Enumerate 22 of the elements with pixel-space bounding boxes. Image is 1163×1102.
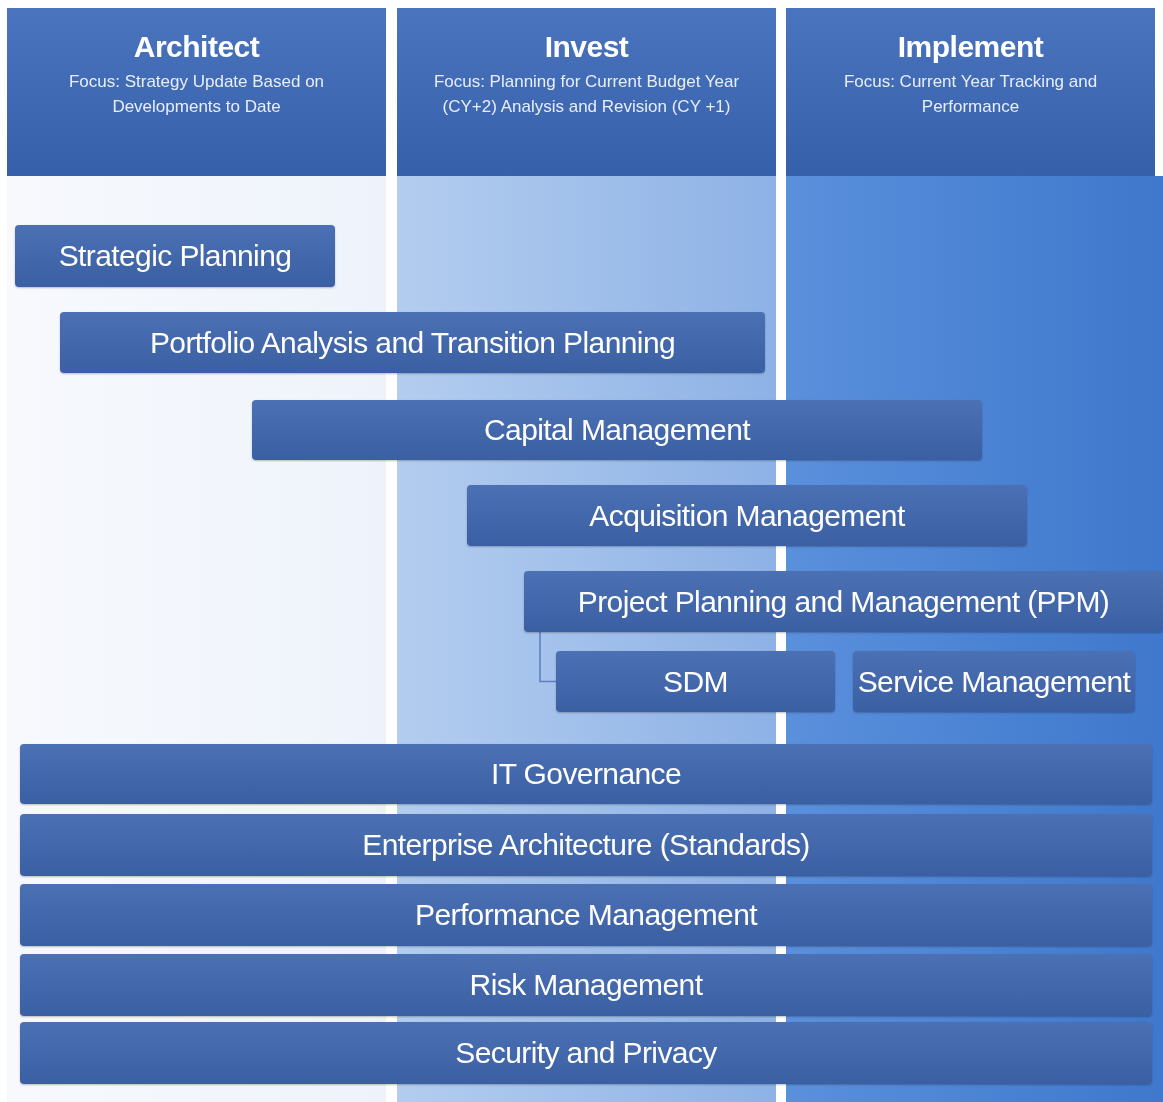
process-bar: Enterprise Architecture (Standards) [20,814,1152,876]
column-header [397,8,776,176]
process-bar: Service Management [853,651,1135,712]
process-bar: Risk Management [20,954,1152,1016]
process-bar: Performance Management [20,884,1152,946]
process-bar: Strategic Planning [15,225,335,287]
process-bar: Capital Management [252,400,982,460]
focus-description: Focus: Current Year Tracking and Performance [842,71,1099,118]
process-bar: SDM [556,651,835,712]
focus-description: Focus: Strategy Update Based on Developments to Date [67,71,326,118]
process-bar: Security and Privacy [20,1022,1152,1084]
column-header [786,8,1155,176]
process-bar: IT Governance [20,744,1152,804]
process-bar: Portfolio Analysis and Transition Planning [60,312,765,373]
focus-description: Focus: Planning for Current Budget Year (CY+2) Analysis and Revision (CY +1) [432,71,741,118]
connector-line [539,631,557,683]
column-title: Invest [544,30,629,64]
column-header [7,8,386,176]
process-bar: Acquisition Management [467,485,1027,546]
column-title: Implement [897,30,1044,64]
column-title: Architect [133,30,260,64]
process-bar: Project Planning and Management (PPM) [524,571,1163,632]
